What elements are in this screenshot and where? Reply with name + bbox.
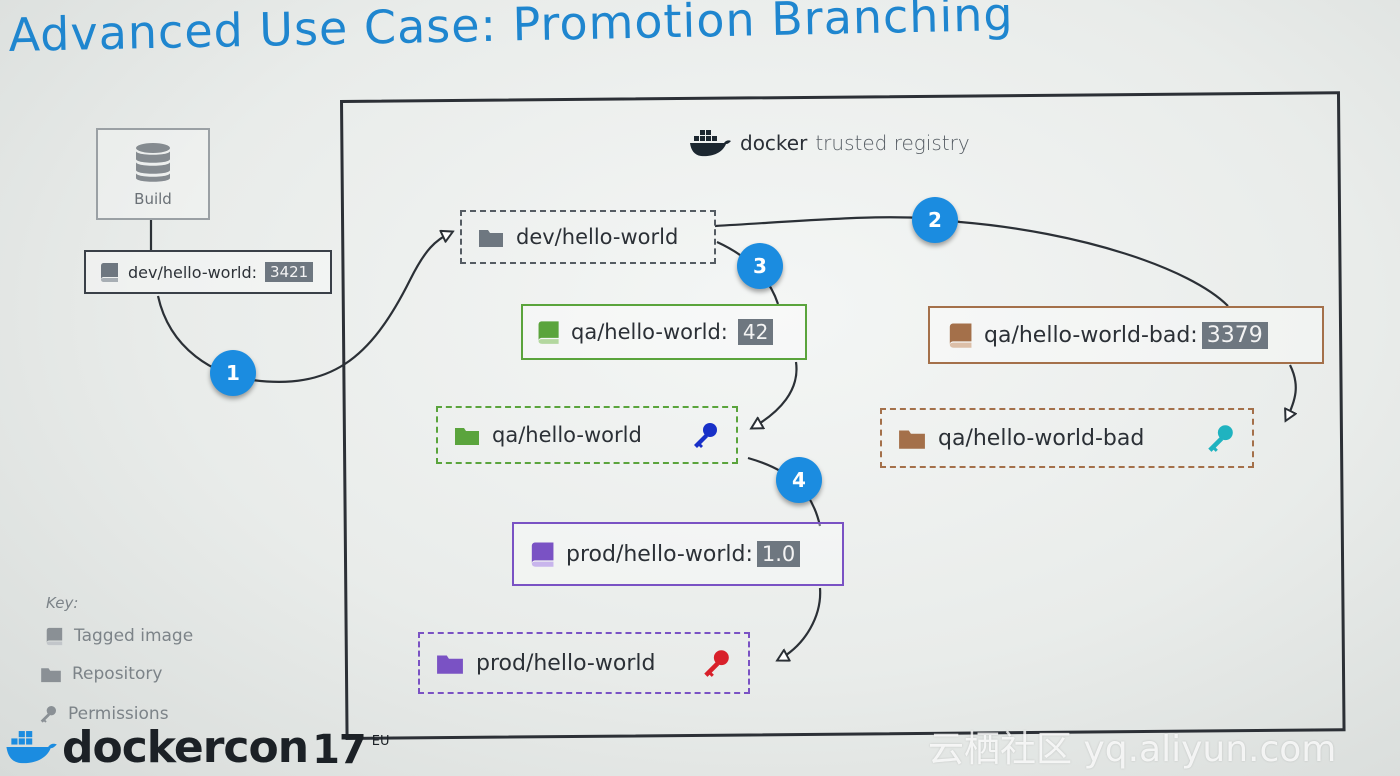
- folder-icon: [455, 428, 479, 445]
- tagged-image-qa: qa/hello-world: 42: [521, 304, 807, 360]
- key-icon: [40, 706, 56, 723]
- legend-repository: Repository: [40, 664, 162, 684]
- legend-tagged-image: Tagged image: [44, 626, 193, 646]
- tagged-image-dev: dev/hello-world: 3421: [84, 250, 332, 294]
- dockercon-logo: dockercon 17 EU: [4, 722, 389, 773]
- book-icon: [538, 321, 559, 344]
- docker-whale-icon: [690, 130, 731, 157]
- repository-qa-bad-label: qa/hello-world-bad: [938, 425, 1145, 451]
- tagged-image-prod: prod/hello-world: 1.0: [512, 522, 844, 586]
- database-icon: [136, 143, 170, 182]
- repository-qa: qa/hello-world: [436, 406, 738, 464]
- step-badge-3: 3: [737, 243, 783, 289]
- folder-icon: [479, 230, 503, 247]
- tagged-image-prod-tag: 1.0: [756, 541, 801, 567]
- book-icon: [46, 627, 63, 646]
- legend-permissions: Permissions: [38, 704, 169, 724]
- dockercon-edition: 17: [312, 727, 367, 773]
- tagged-image-prod-name: prod/hello-world:: [566, 541, 753, 567]
- folder-icon: [899, 430, 925, 449]
- folder-icon: [437, 655, 463, 674]
- step-badge-1: 1: [210, 350, 256, 396]
- build-box: Build: [96, 128, 210, 220]
- legend-tagged-image-label: Tagged image: [74, 626, 194, 646]
- tagged-image-qa-name: qa/hello-world:: [571, 320, 728, 344]
- repository-prod: prod/hello-world: [418, 632, 750, 694]
- registry-subtitle: trusted registry: [815, 131, 970, 155]
- book-icon: [949, 323, 972, 348]
- book-icon: [531, 542, 554, 567]
- legend-heading: Key:: [46, 594, 78, 612]
- tagged-image-qa-tag: 42: [737, 319, 774, 345]
- key-icon: [1208, 425, 1233, 452]
- registry-header: docker trusted registry: [688, 128, 970, 158]
- tagged-image-dev-name: dev/hello-world:: [128, 262, 258, 282]
- dockercon-region: EU: [371, 734, 390, 749]
- key-icon: [694, 423, 717, 448]
- registry-brand: docker: [740, 131, 808, 155]
- repository-dev: dev/hello-world: [460, 210, 716, 264]
- repository-dev-label: dev/hello-world: [516, 225, 679, 249]
- tagged-image-qa-bad-tag: 3379: [1201, 321, 1268, 349]
- tagged-image-qa-bad-name: qa/hello-world-bad:: [984, 322, 1198, 348]
- legend-repository-label: Repository: [72, 664, 163, 684]
- build-label: Build: [134, 190, 172, 208]
- docker-whale-icon: [6, 731, 57, 764]
- tagged-image-dev-tag: 3421: [265, 262, 314, 282]
- legend-permissions-label: Permissions: [68, 704, 169, 724]
- step-badge-4: 4: [776, 457, 822, 503]
- step-badge-2: 2: [912, 197, 958, 243]
- book-icon: [101, 263, 118, 282]
- dockercon-wordmark: dockercon: [62, 722, 309, 773]
- repository-prod-label: prod/hello-world: [476, 650, 656, 676]
- tagged-image-qa-bad: qa/hello-world-bad: 3379: [928, 306, 1324, 364]
- watermark: 云栖社区 yq.aliyun.com: [928, 729, 1337, 770]
- legend-heading-text: Key:: [46, 594, 79, 612]
- repository-qa-label: qa/hello-world: [492, 423, 642, 447]
- repository-qa-bad: qa/hello-world-bad: [880, 408, 1254, 468]
- folder-icon: [41, 668, 61, 683]
- key-icon: [704, 650, 729, 677]
